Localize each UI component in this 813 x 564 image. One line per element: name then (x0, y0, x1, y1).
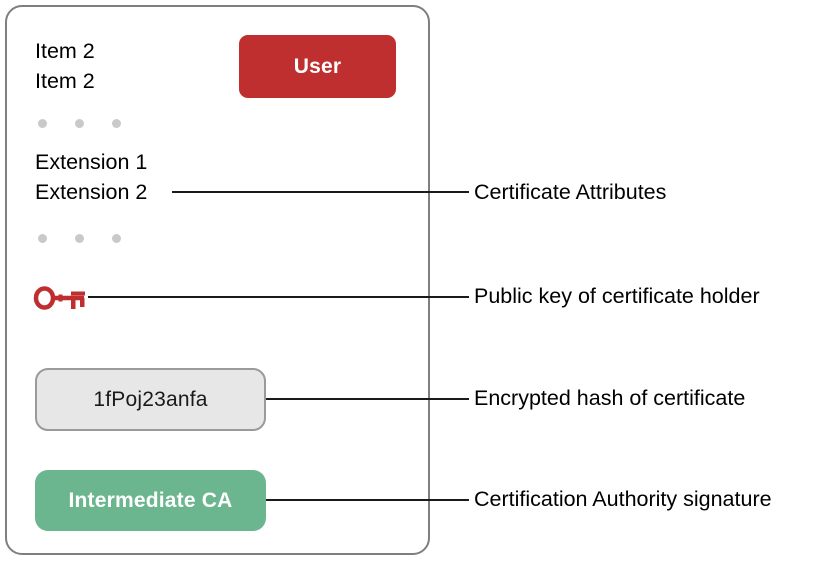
ellipsis-dot (112, 119, 121, 128)
leader-line-ca-signature (266, 499, 469, 501)
certificate-item-row: Item 2 (35, 69, 95, 93)
ellipsis-dot (38, 119, 47, 128)
ellipsis-dot (38, 234, 47, 243)
ellipsis-dot (75, 234, 84, 243)
annotation-certificate-attributes: Certificate Attributes (474, 180, 667, 204)
ellipsis-dots-top (38, 119, 121, 128)
certificate-item-row: Item 2 (35, 39, 95, 63)
ellipsis-dots-bottom (38, 234, 121, 243)
certificate-extension-row: Extension 2 (35, 180, 148, 204)
leader-line-encrypted-hash (266, 398, 469, 400)
ellipsis-dot (75, 119, 84, 128)
annotation-encrypted-hash: Encrypted hash of certificate (474, 386, 746, 410)
leader-line-certificate-attributes (172, 191, 469, 193)
certificate-extension-row: Extension 1 (35, 150, 148, 174)
key-icon (33, 285, 89, 311)
annotation-ca-signature: Certification Authority signature (474, 487, 772, 511)
user-box: User (239, 35, 396, 98)
ellipsis-dot (112, 234, 121, 243)
leader-line-public-key (88, 296, 469, 298)
annotation-public-key: Public key of certificate holder (474, 284, 760, 308)
encrypted-hash-box: 1fPoj23anfa (35, 368, 266, 431)
intermediate-ca-box: Intermediate CA (35, 470, 266, 531)
